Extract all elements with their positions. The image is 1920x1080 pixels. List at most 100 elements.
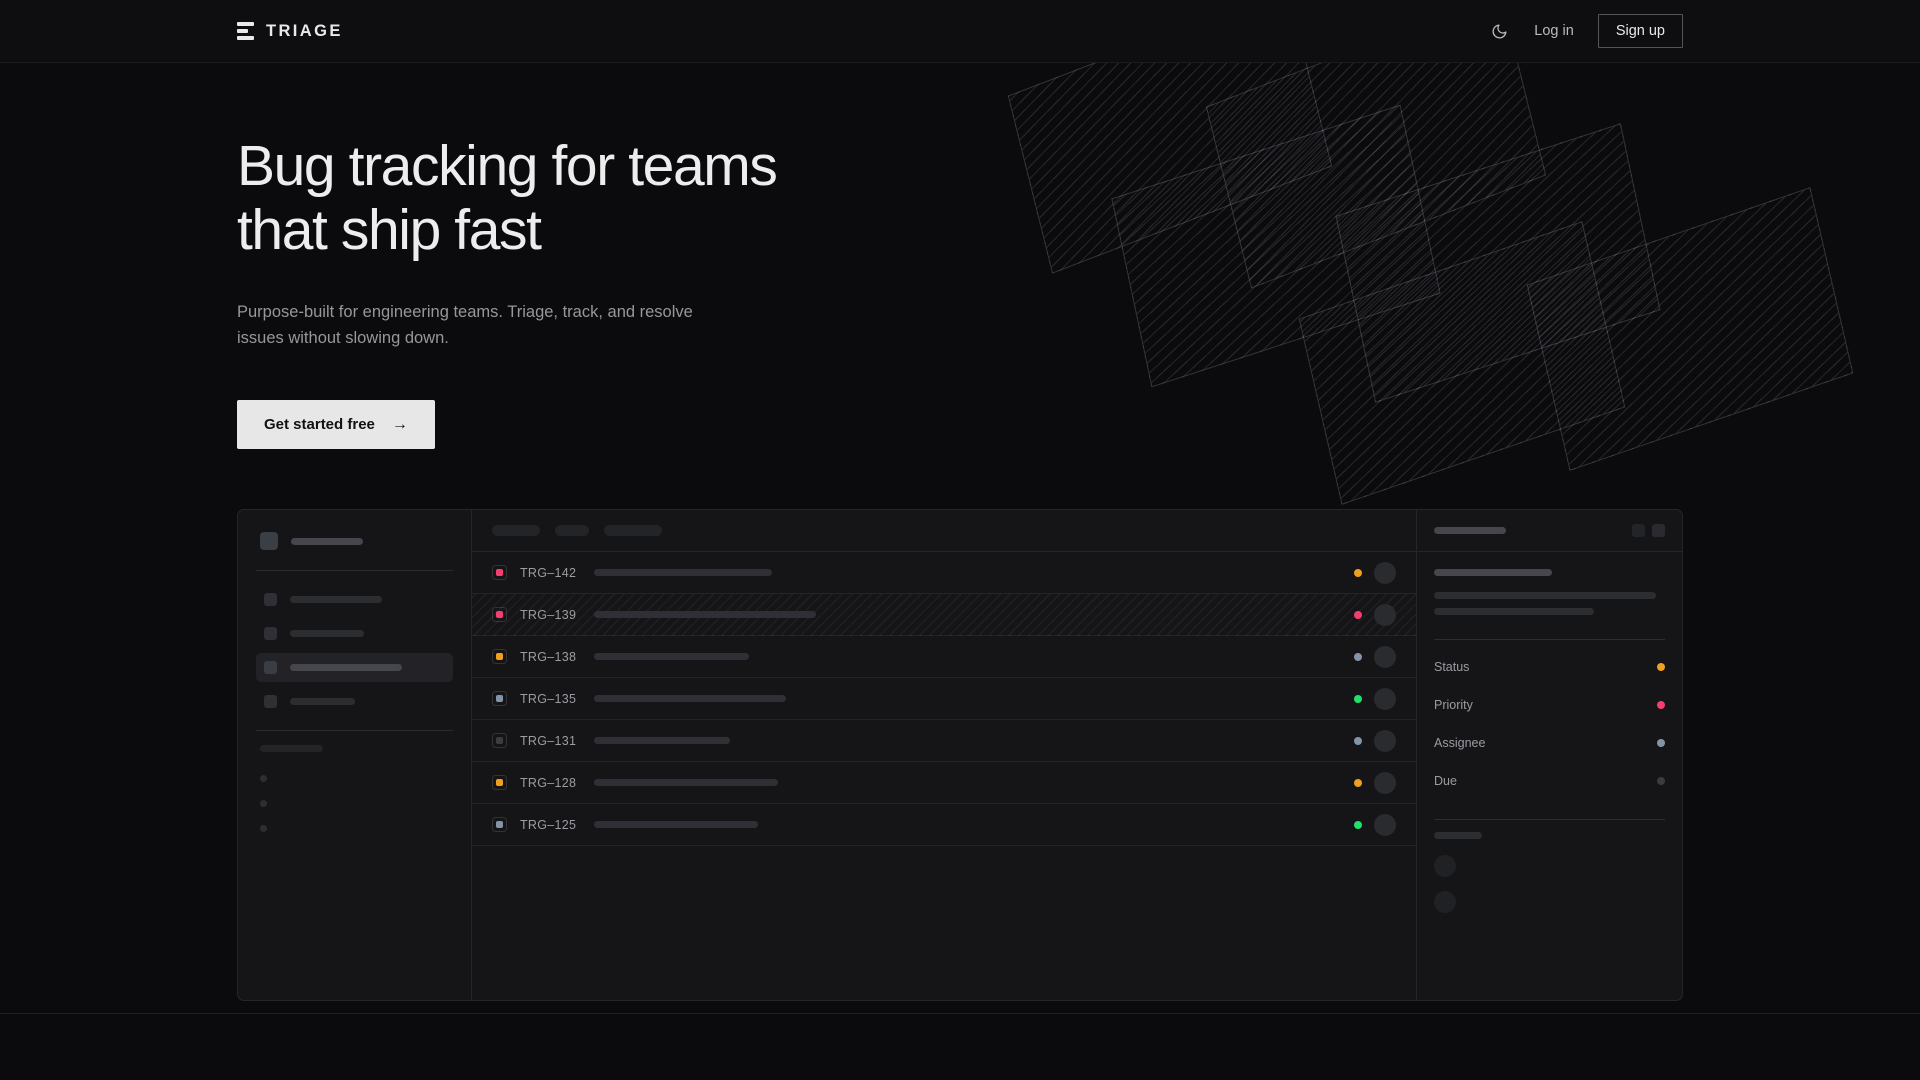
page-title: Bug tracking for teams that ship fast — [237, 134, 877, 263]
avatar — [1374, 687, 1396, 710]
sidebar-item-icon — [264, 593, 277, 607]
status-badge — [1354, 652, 1362, 661]
status-badge — [1354, 736, 1362, 745]
sidebar-mini-dot-icon — [260, 800, 267, 808]
sidebar-mini-dot-icon — [260, 775, 267, 783]
avatar — [1374, 561, 1396, 584]
moon-icon[interactable] — [1488, 20, 1510, 42]
issue-title-placeholder — [594, 569, 772, 577]
issue-type-icon — [492, 607, 507, 623]
row-meta — [1354, 813, 1396, 836]
sidebar-item-icon — [264, 661, 277, 675]
detail-meta-status[interactable]: Status — [1434, 652, 1665, 682]
mockup-sidebar — [238, 510, 472, 1001]
hero-subtext: Purpose-built for engineering teams. Tri… — [237, 302, 693, 348]
detail-description-line-2 — [1434, 608, 1594, 616]
issue-id: TRG–131 — [520, 733, 577, 748]
table-row[interactable]: TRG–142 — [472, 552, 1416, 595]
activity-avatar-1 — [1434, 855, 1456, 878]
sidebar-item-label-placeholder — [290, 596, 382, 604]
table-row[interactable]: TRG–139 — [472, 594, 1416, 637]
table-row[interactable]: TRG–138 — [472, 636, 1416, 679]
sidebar-divider-top — [256, 570, 453, 572]
hero-heading-line-2: that ship fast — [237, 197, 542, 262]
row-meta — [1354, 729, 1396, 752]
sidebar-mini-item-2[interactable] — [256, 791, 453, 816]
list-toolbar — [472, 510, 1416, 553]
activity-avatar-2 — [1434, 891, 1456, 914]
table-row[interactable]: TRG–131 — [472, 720, 1416, 763]
brand-logo[interactable]: TRIAGE — [237, 22, 343, 41]
row-meta — [1354, 687, 1396, 710]
detail-meta-assignee[interactable]: Assignee — [1434, 728, 1665, 758]
get-started-button[interactable]: Get started free → — [237, 400, 435, 450]
detail-description-placeholder — [1434, 592, 1665, 624]
sidebar-mini-dot-icon — [260, 825, 267, 833]
workspace-icon — [260, 532, 278, 551]
detail-meta-priority[interactable]: Priority — [1434, 690, 1665, 720]
sidebar-item-1[interactable] — [256, 585, 453, 614]
toolbar-control-2[interactable] — [555, 525, 589, 537]
sidebar-nav-list — [256, 585, 453, 716]
detail-meta-value-dot — [1657, 663, 1665, 672]
status-badge — [1354, 694, 1362, 703]
issue-title-placeholder — [594, 779, 778, 787]
detail-action-button-2[interactable] — [1652, 524, 1665, 538]
sidebar-divider-bottom — [256, 730, 453, 732]
detail-meta-label: Status — [1434, 660, 1470, 675]
table-row[interactable]: TRG–135 — [472, 678, 1416, 721]
detail-meta-value-dot — [1657, 777, 1665, 786]
detail-header — [1417, 510, 1682, 553]
issue-id: TRG–135 — [520, 691, 577, 706]
sidebar-mini-item-3[interactable] — [256, 816, 453, 841]
status-badge — [1354, 820, 1362, 829]
row-meta — [1354, 645, 1396, 668]
detail-activity-avatars — [1434, 855, 1665, 927]
detail-action-button-1[interactable] — [1632, 524, 1645, 538]
workspace-switcher[interactable] — [256, 526, 453, 556]
toolbar-control-1[interactable] — [492, 525, 540, 537]
toolbar-control-3[interactable] — [604, 525, 662, 537]
issue-id: TRG–125 — [520, 817, 577, 832]
brand-name: TRIAGE — [266, 21, 343, 40]
avatar — [1374, 771, 1396, 794]
hero-heading-line-1: Bug tracking for teams — [237, 134, 778, 198]
login-link[interactable]: Log in — [1534, 23, 1574, 39]
sidebar-item-label-placeholder — [290, 630, 364, 638]
sidebar-item-2[interactable] — [256, 619, 453, 648]
sidebar-item-icon — [264, 695, 277, 709]
issue-type-icon — [492, 775, 507, 791]
detail-divider-bottom — [1434, 819, 1665, 821]
sidebar-item-4[interactable] — [256, 687, 453, 716]
issue-id: TRG–128 — [520, 775, 577, 790]
table-row[interactable]: TRG–128 — [472, 762, 1416, 805]
signup-button[interactable]: Sign up — [1597, 14, 1683, 48]
issue-type-icon — [492, 733, 507, 749]
detail-meta-value-dot — [1657, 701, 1665, 710]
hero-section: Bug tracking for teams that ship fast Pu… — [0, 63, 1920, 450]
sidebar-mini-item-1[interactable] — [256, 766, 453, 791]
sidebar-item-3[interactable] — [256, 653, 453, 683]
avatar — [1374, 645, 1396, 668]
detail-meta-label: Assignee — [1434, 736, 1486, 751]
detail-meta-label: Priority — [1434, 698, 1473, 713]
avatar — [1374, 729, 1396, 752]
nav-actions: Log in Sign up — [1488, 14, 1683, 48]
issue-title-placeholder — [594, 611, 816, 619]
status-badge — [1354, 778, 1362, 787]
issue-type-icon — [492, 565, 507, 581]
table-row[interactable]: TRG–125 — [472, 804, 1416, 847]
detail-header-actions — [1632, 524, 1665, 538]
status-badge — [1354, 568, 1362, 577]
detail-meta-label: Due — [1434, 774, 1457, 789]
detail-meta-due[interactable]: Due — [1434, 766, 1665, 796]
issue-id: TRG–139 — [520, 607, 577, 622]
avatar — [1374, 603, 1396, 626]
row-meta — [1354, 771, 1396, 794]
